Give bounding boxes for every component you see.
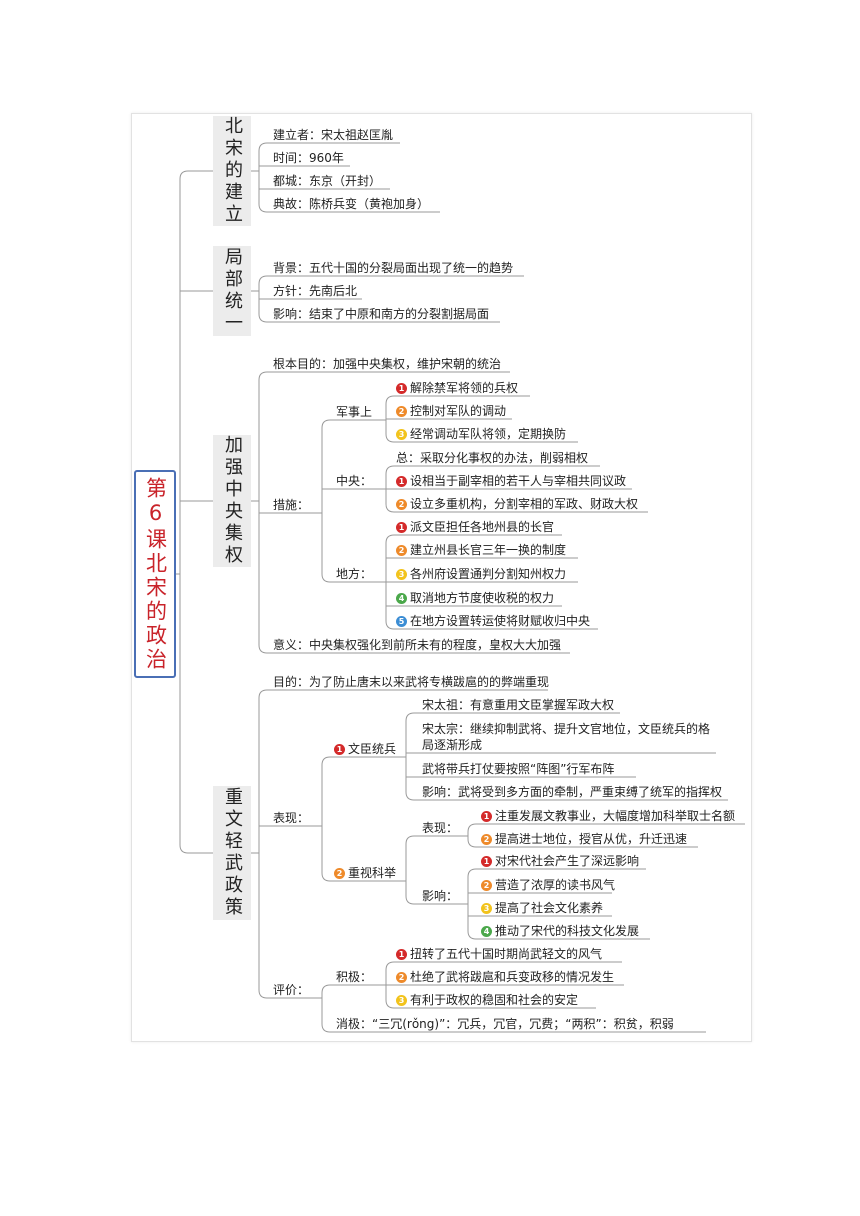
s2-item: 影响：结束了中原和南方的分裂割据局面 <box>273 307 490 321</box>
s4-goal: 目的：为了防止唐末以来武将专横跋扈的的弊端重现 <box>273 675 550 689</box>
s3-military-label: 军事上 <box>336 405 373 419</box>
s3-goal: 根本目的：加强中央集权，维护宋朝的统治 <box>273 357 502 371</box>
s1-item: 典故：陈桥兵变（黄袍加身） <box>273 197 430 211</box>
badge-1-icon: 1 <box>396 476 407 487</box>
badge-1-icon: 1 <box>481 811 492 822</box>
badge-4-icon: 4 <box>396 593 407 604</box>
badge-2-icon: 2 <box>396 406 407 417</box>
s4-negative: 消极：“三冗(rǒng)”：冗兵，冗官，冗费；“两积”：积贫，积弱 <box>336 1017 674 1031</box>
badge-5-icon: 5 <box>396 616 407 627</box>
badge-3-icon: 3 <box>481 903 492 914</box>
badge-2-icon: 2 <box>396 972 407 983</box>
s1-item: 时间：960年 <box>273 151 344 165</box>
s3-local-label: 地方： <box>336 567 373 581</box>
badge-2-icon: 2 <box>334 868 345 879</box>
badge-1-icon: 1 <box>334 744 345 755</box>
root-title-text: 第6课北宋的政治 <box>143 476 168 672</box>
s4-exam-impact-label: 影响： <box>422 889 459 903</box>
s2-item: 方针：先南后北 <box>273 284 358 298</box>
s1-item: 都城：东京（开封） <box>273 174 382 188</box>
s4-civil-item: 影响：武将受到多方面的牵制，严重束缚了统军的指挥权 <box>422 785 723 799</box>
root-title: 第6课北宋的政治 <box>134 470 176 678</box>
badge-4-icon: 4 <box>481 926 492 937</box>
s4-civil-item: 武将带兵打仗要按照“阵图”行军布阵 <box>422 762 615 776</box>
badge-1-icon: 1 <box>396 383 407 394</box>
badge-2-icon: 2 <box>396 545 407 556</box>
badge-1-icon: 1 <box>396 522 407 533</box>
category-civil-over-military: 重文轻武政策 <box>213 786 251 920</box>
category-partial-unification: 局部统一 <box>213 246 251 336</box>
badge-3-icon: 3 <box>396 569 407 580</box>
badge-2-icon: 2 <box>396 499 407 510</box>
s3-central-summary: 总：采取分化事权的办法，削弱相权 <box>396 451 589 465</box>
s4-civil-item: 宋太宗：继续抑制武将、提升文官地位，文臣统兵的格局逐渐形成 <box>422 722 711 752</box>
badge-2-icon: 2 <box>481 834 492 845</box>
s4-eval-label: 评价： <box>273 983 310 997</box>
badge-3-icon: 3 <box>396 429 407 440</box>
category-centralization: 加强中央集权 <box>213 435 251 567</box>
category-song-founding: 北宋的建立 <box>213 116 251 226</box>
s3-significance: 意义：中央集权强化到前所未有的程度，皇权大大加强 <box>273 638 562 652</box>
badge-1-icon: 1 <box>396 949 407 960</box>
badge-3-icon: 3 <box>396 995 407 1006</box>
badge-2-icon: 2 <box>481 880 492 891</box>
s3-central-label: 中央： <box>336 474 373 488</box>
s3-measures-label: 措施： <box>273 498 310 512</box>
s2-item: 背景：五代十国的分裂局面出现了统一的趋势 <box>273 261 514 275</box>
s4-positive-label: 积极： <box>336 970 373 984</box>
s1-item: 建立者：宋太祖赵匡胤 <box>273 128 394 142</box>
s4-manifest-label: 表现： <box>273 811 310 825</box>
badge-1-icon: 1 <box>481 856 492 867</box>
s4-exam-perf-label: 表现： <box>422 821 459 835</box>
s4-civil-item: 宋太祖：有意重用文臣掌握军政大权 <box>422 698 615 712</box>
